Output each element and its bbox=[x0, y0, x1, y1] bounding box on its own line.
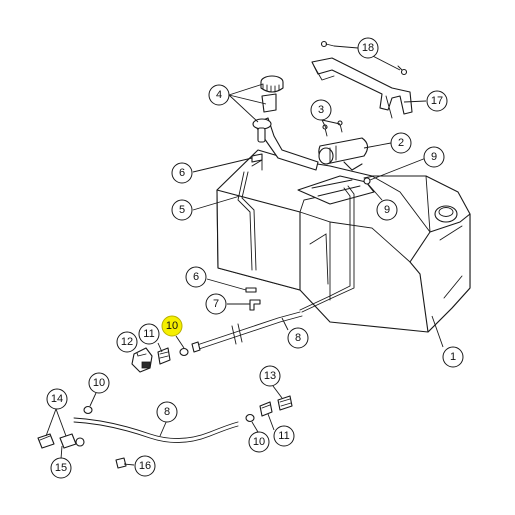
vent-tube bbox=[299, 185, 355, 313]
callout-18: 18 bbox=[357, 37, 379, 59]
callout-7: 7 bbox=[205, 293, 227, 315]
callout-11-lower: 11 bbox=[273, 425, 295, 447]
callout-11-upper: 11 bbox=[138, 323, 160, 345]
callout-14: 14 bbox=[46, 388, 68, 410]
bolts-18 bbox=[320, 40, 408, 76]
internal-pickup-tube bbox=[237, 171, 257, 271]
svg-text:10: 10 bbox=[166, 320, 178, 332]
callouts: 18 17 4 3 2 9 6 9 5 6 7 10 11 8 12 1 10 … bbox=[46, 37, 464, 479]
callout-17: 17 bbox=[426, 90, 448, 112]
svg-text:4: 4 bbox=[216, 89, 222, 101]
svg-text:2: 2 bbox=[398, 137, 404, 149]
callout-12: 12 bbox=[116, 331, 138, 353]
hose-clamp-10-upper bbox=[179, 347, 189, 357]
svg-text:15: 15 bbox=[55, 462, 67, 474]
hose-clamp-10-lower bbox=[245, 413, 255, 423]
hose-clamp-10-left bbox=[83, 405, 93, 415]
svg-text:17: 17 bbox=[431, 95, 443, 107]
svg-text:3: 3 bbox=[318, 104, 324, 116]
svg-text:11: 11 bbox=[278, 430, 289, 442]
fuel-line-upper bbox=[191, 311, 303, 353]
cap-adapter bbox=[261, 93, 277, 113]
svg-text:8: 8 bbox=[295, 332, 301, 344]
callout-15: 15 bbox=[50, 457, 72, 479]
filler-neck-assembly bbox=[252, 117, 319, 171]
callout-6-lower: 6 bbox=[185, 266, 207, 288]
svg-text:8: 8 bbox=[164, 406, 170, 418]
svg-text:7: 7 bbox=[213, 298, 219, 310]
clip-6-top bbox=[251, 153, 263, 163]
callout-10-highlighted: 10 bbox=[161, 315, 183, 337]
elbow-fitting-7 bbox=[249, 299, 261, 311]
callout-10-left: 10 bbox=[88, 372, 110, 394]
tank-bracket bbox=[311, 57, 413, 119]
callout-6-upper: 6 bbox=[171, 162, 193, 184]
callout-2: 2 bbox=[390, 132, 412, 154]
callout-9-upper: 9 bbox=[423, 146, 445, 168]
callout-1: 1 bbox=[442, 346, 464, 368]
callout-13: 13 bbox=[259, 365, 281, 387]
fitting-13 bbox=[277, 395, 293, 411]
shutoff-valve bbox=[131, 347, 153, 373]
leader-lines bbox=[45, 45, 444, 466]
inline-fuel-filter bbox=[37, 433, 85, 449]
svg-text:10: 10 bbox=[93, 377, 105, 389]
svg-text:16: 16 bbox=[139, 460, 151, 472]
fuel-filter bbox=[318, 137, 369, 171]
svg-text:5: 5 bbox=[179, 204, 185, 216]
fitting-11-upper bbox=[157, 347, 171, 365]
screw-set-3 bbox=[322, 120, 343, 137]
svg-text:13: 13 bbox=[264, 370, 276, 382]
fitting-9 bbox=[363, 175, 375, 185]
callout-3: 3 bbox=[310, 99, 332, 121]
callout-8-lower: 8 bbox=[156, 401, 178, 423]
fuel-line-lower bbox=[73, 417, 239, 443]
callout-10-lower: 10 bbox=[248, 431, 270, 453]
svg-text:11: 11 bbox=[143, 328, 154, 340]
callout-9-lower: 9 bbox=[376, 199, 398, 221]
callout-4: 4 bbox=[208, 84, 230, 106]
fitting-11-lower bbox=[259, 401, 273, 417]
svg-text:10: 10 bbox=[253, 436, 265, 448]
fuel-cap bbox=[260, 75, 284, 93]
svg-text:6: 6 bbox=[179, 167, 185, 179]
clip-6 bbox=[245, 287, 257, 293]
svg-text:9: 9 bbox=[431, 151, 437, 163]
clamp-16 bbox=[115, 457, 127, 469]
svg-text:14: 14 bbox=[51, 393, 63, 405]
svg-text:1: 1 bbox=[450, 351, 456, 363]
callout-5: 5 bbox=[171, 199, 193, 221]
callout-16: 16 bbox=[134, 455, 156, 477]
callout-8-upper: 8 bbox=[287, 327, 309, 349]
svg-text:12: 12 bbox=[121, 336, 133, 348]
fuel-tank bbox=[216, 149, 471, 333]
svg-text:9: 9 bbox=[384, 204, 390, 216]
svg-text:18: 18 bbox=[362, 42, 374, 54]
svg-text:6: 6 bbox=[193, 271, 199, 283]
